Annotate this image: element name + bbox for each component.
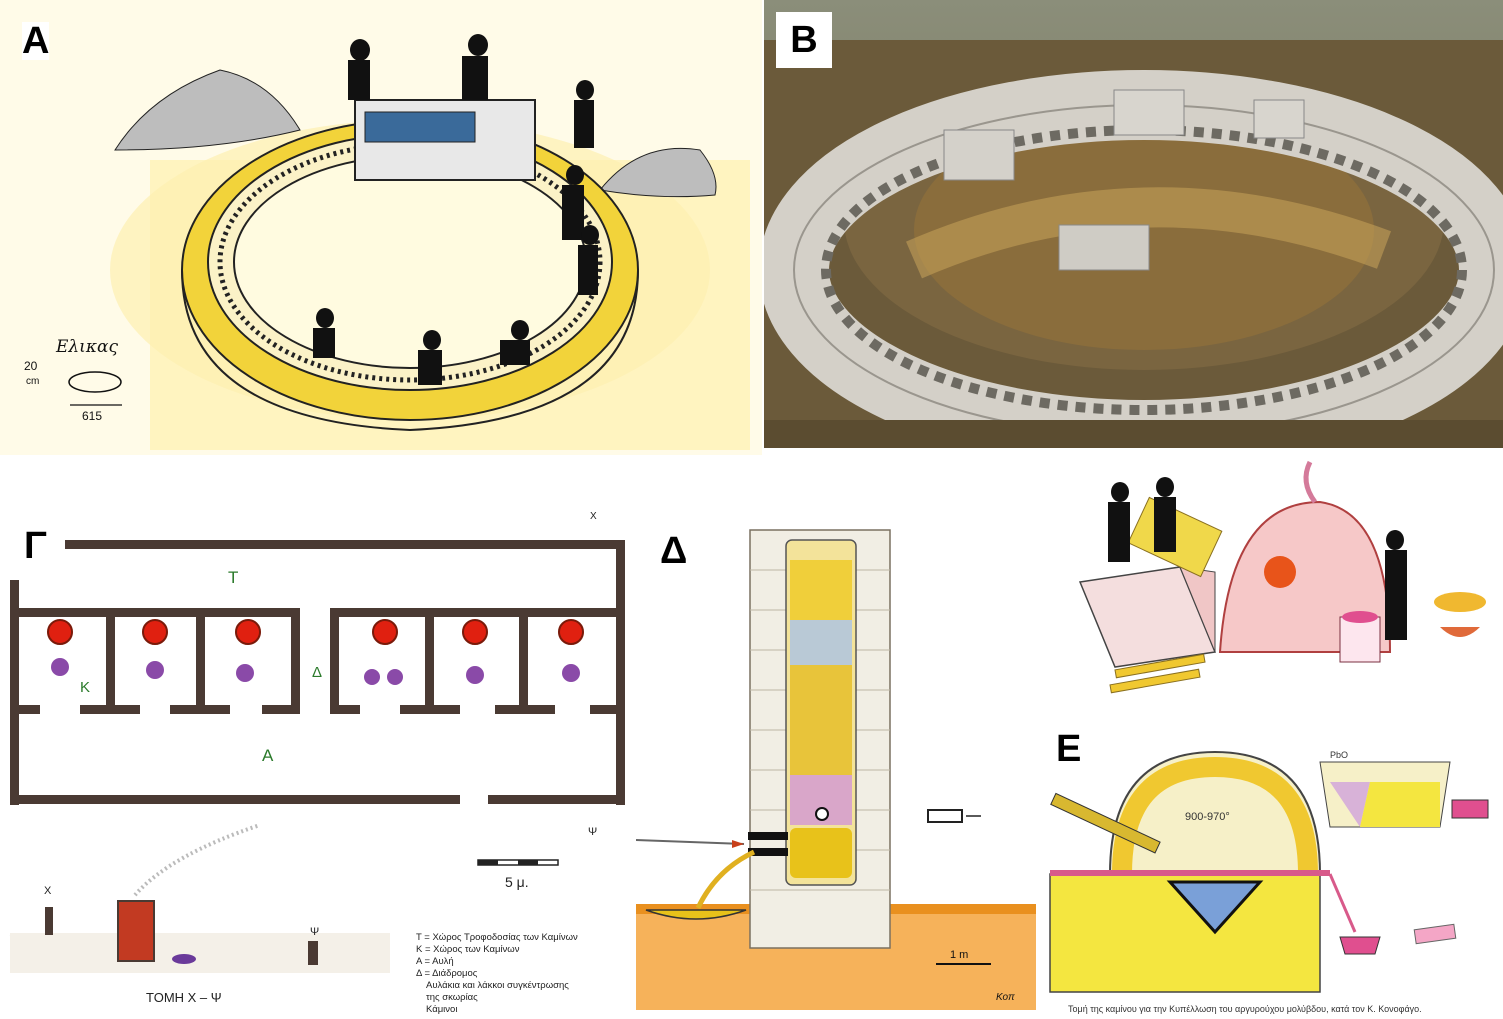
zone-k: K	[80, 679, 90, 696]
marker-x: X	[590, 511, 597, 522]
legend-item: της σκωρίας	[426, 992, 478, 1003]
scale-label: 5 μ.	[505, 874, 529, 890]
section-x: Χ	[44, 885, 52, 897]
panel-d-label: Δ	[660, 530, 688, 572]
panel-a-label: A	[22, 20, 50, 62]
section-title: ΤΟΜΗ Χ – Ψ	[146, 990, 222, 1005]
panel-e-section-drawing: 900-970° PbO	[1040, 722, 1503, 1002]
d-signature: Κοπ	[996, 992, 1015, 1003]
furnace-group	[47, 619, 584, 685]
panel-e-section: 900-970° PbO E	[1040, 722, 1503, 1002]
marker-psi: Ψ	[588, 826, 597, 838]
legend-item: Α = Αυλή	[416, 956, 454, 967]
zone-d: Δ	[312, 664, 322, 681]
panel-a-drawing: Ελικας 20 cm 615	[0, 0, 762, 455]
helix-unit: cm	[26, 376, 39, 387]
helix-height: 20	[24, 359, 38, 373]
d-scale: 1 m	[950, 949, 968, 961]
helix-width: 615	[82, 409, 102, 423]
panel-d-furnace: 1 m Κοπ Δ	[636, 510, 1036, 1010]
helix-label: Ελικας	[55, 337, 118, 357]
panel-g-drawing: X Ψ T K Δ A 5 μ. Χ Ψ ΤΟΜΗ Χ – Ψ	[9, 511, 625, 1005]
panel-g-label: Γ	[24, 525, 47, 567]
panel-e-top-drawing	[1040, 452, 1503, 722]
panel-d-drawing: 1 m Κοπ	[636, 510, 1036, 1010]
legend-item: Δ = Διάδρομος	[416, 968, 478, 979]
panel-a: Ελικας 20 cm 615 A	[0, 0, 762, 455]
panel-e-label: E	[1056, 728, 1082, 770]
legend-item: Κ = Χώρος των Καμίνων	[416, 944, 520, 955]
panel-g-plan: X Ψ T K Δ A 5 μ. Χ Ψ ΤΟΜΗ Χ – Ψ Γ	[0, 505, 640, 1019]
plan-legend: T = Χώρος Τροφοδοσίας των Καμίνων Κ = Χώ…	[416, 932, 578, 1016]
zone-t: T	[228, 568, 238, 587]
legend-item: Κάμινοι	[426, 1004, 458, 1015]
e-pbo: PbO	[1330, 750, 1348, 760]
panel-b-photo: B	[764, 0, 1503, 448]
e-temp: 900-970°	[1185, 811, 1230, 823]
zone-a: A	[262, 746, 274, 765]
panel-b-drawing	[764, 0, 1503, 448]
legend-item: T = Χώρος Τροφοδοσίας των Καμίνων	[416, 932, 578, 943]
legend-item: Αυλάκια και λάκκοι συγκέντρωσης	[426, 980, 569, 991]
panel-b-label: B	[776, 12, 832, 68]
section-psi: Ψ	[310, 926, 319, 938]
e-caption: Τομή της καμίνου για την Κυπέλλωση του α…	[1068, 1004, 1422, 1014]
panel-e-top-sketch	[1040, 452, 1503, 722]
helix-icon	[68, 371, 122, 393]
